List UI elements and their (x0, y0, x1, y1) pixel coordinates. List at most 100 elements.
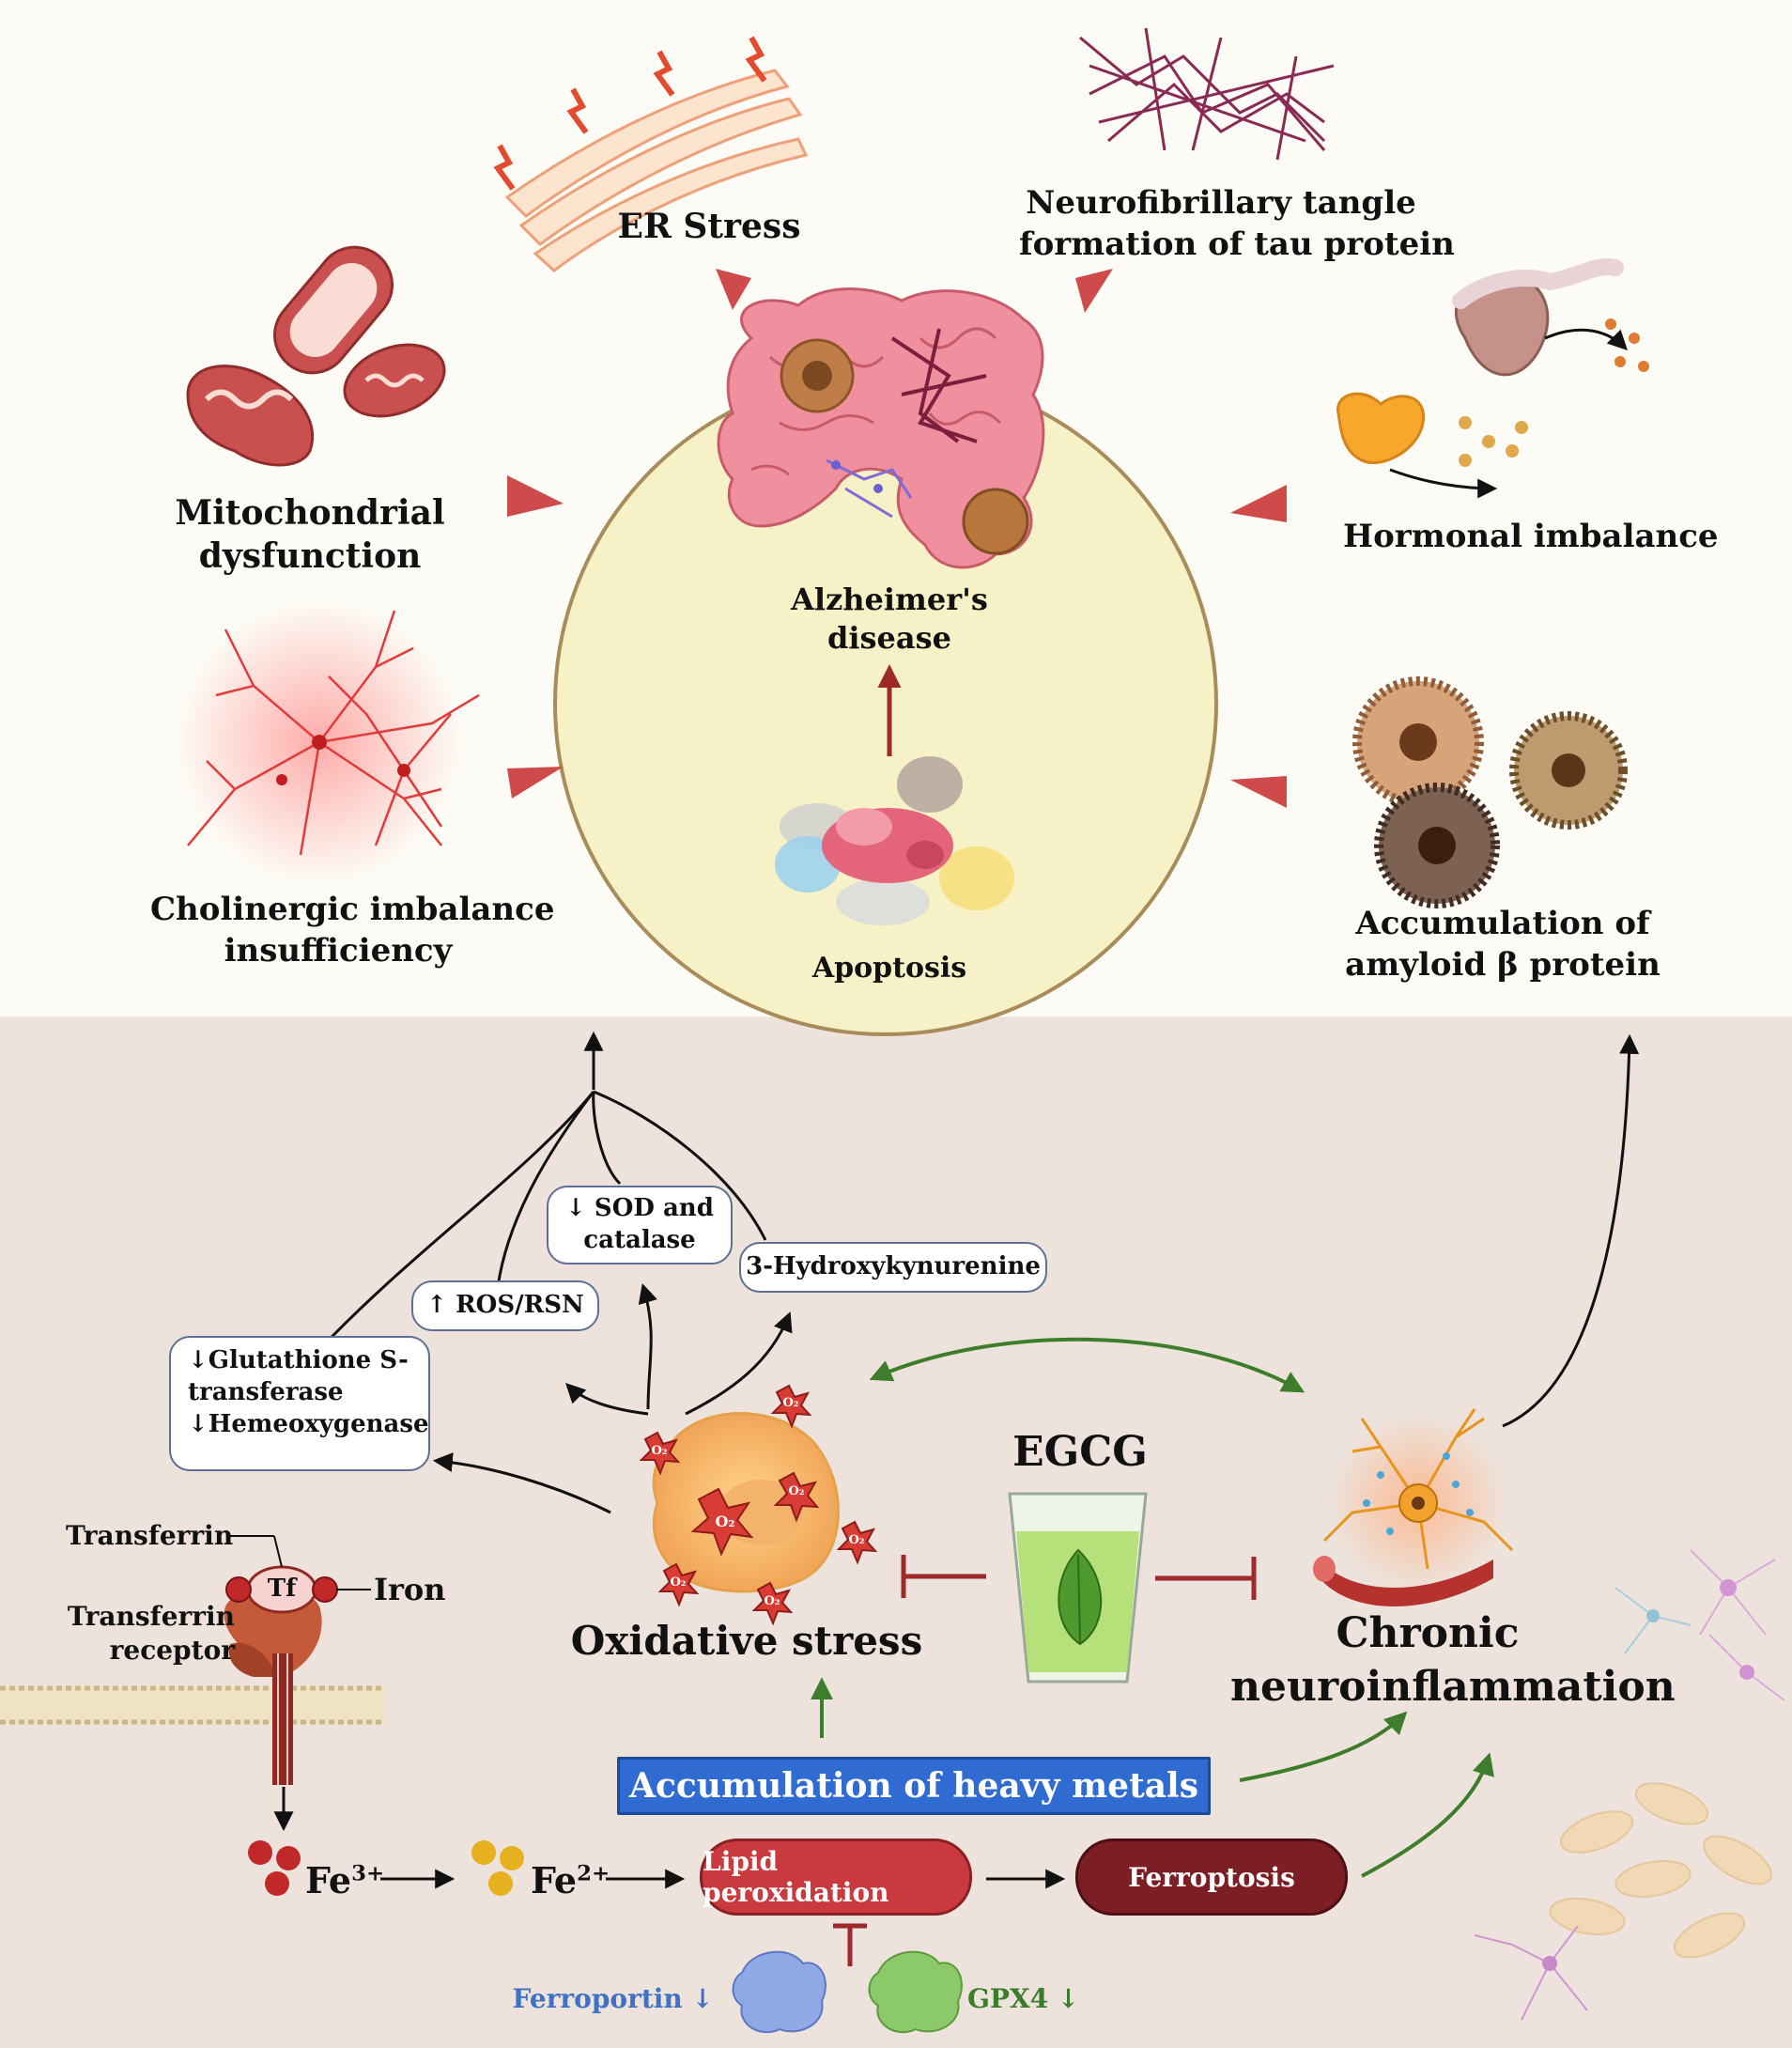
amyloid-label-line1: Accumulation of (1355, 905, 1650, 942)
hormone-gland-icon (1336, 258, 1649, 499)
chronic-neuroinflammation-label: Chronic neuroinflammation (1230, 1606, 1676, 1714)
er-stress-icon (493, 36, 809, 272)
tf-label: Tf (267, 1575, 297, 1603)
tau-label-line1: Neurofibrillary tangle (1026, 184, 1416, 222)
cholinergic-label-line2: insufficiency (224, 931, 453, 970)
green-arrows (811, 1337, 1494, 1878)
mito-label-line1: Mitochondrial (175, 493, 445, 533)
hydroxykynurenine-box: 3-Hydroxykynurenine (739, 1242, 1047, 1293)
egcg-inhibits-inflammation (1155, 1557, 1257, 1600)
chronic-line2: neuroinflammation (1230, 1663, 1676, 1712)
gst-line1: ↓Glutathione S- (188, 1346, 409, 1374)
metals-to-inflammation-arrow (1239, 1711, 1408, 1782)
stressed-cell-icon (639, 1384, 878, 1626)
alzheimers-label: Alzheimer's disease (749, 581, 1030, 658)
transferrin-label: Transferrin (66, 1520, 234, 1551)
cholinergic-label-line1: Cholinergic imbalance (150, 891, 555, 928)
apoptosis-cell-icon (775, 756, 1014, 925)
line-to-gst (313, 1091, 595, 1357)
fe3-symbol: Fe (305, 1859, 352, 1901)
cholinergic-label: Cholinergic imbalance insufficiency (150, 890, 555, 971)
tau-arrowhead (1075, 269, 1113, 313)
hormonal-arrowhead (1230, 485, 1287, 522)
alzheimers-label-line2: disease (826, 619, 951, 656)
fe3-ion-icon (248, 1840, 301, 1896)
o2-label-4: O₂ (848, 1533, 865, 1547)
oxidative-inflammation-arrow (869, 1337, 1305, 1393)
o2-label-3: O₂ (782, 1396, 799, 1410)
egcg-inhibits-oxidative (901, 1555, 986, 1598)
er-stress-label: ER Stress (617, 207, 801, 246)
fe2-label: Fe2+ (531, 1858, 610, 1904)
inhibits-lipid-peroxidation (833, 1923, 867, 1966)
er-stress-arrowhead (716, 269, 751, 310)
glutathione-box: ↓Glutathione S- transferase ↓Hemeoxygena… (169, 1336, 430, 1471)
tau-tangle-icon (1079, 27, 1335, 161)
chronic-line1: Chronic (1336, 1609, 1520, 1657)
fe2-ion-icon (471, 1840, 524, 1896)
amyloid-plaque-icon (1352, 676, 1628, 908)
neuron-network-icon (178, 601, 480, 883)
cholinergic-arrowhead (507, 767, 564, 799)
cell-to-gst-arrow (432, 1452, 611, 1514)
fe3-charge: 3+ (351, 1861, 385, 1886)
sod-line1: ↓ SOD and (565, 1194, 714, 1222)
line-to-hydroxy (593, 1090, 767, 1241)
inflammation-up-arrow (1502, 1033, 1640, 1428)
fe2-charge: 2+ (577, 1861, 610, 1886)
o2-label-2: O₂ (788, 1484, 805, 1498)
cell-to-ros-arrow (565, 1383, 649, 1416)
brain-icon (717, 287, 1045, 569)
transferrin-receptor-label: Transferrin receptor (47, 1600, 235, 1668)
hormonal-label: Hormonal imbalance (1343, 518, 1719, 555)
heavy-metals-box: Accumulation of heavy metals (617, 1757, 1211, 1815)
sod-catalase-box: ↓ SOD and catalase (547, 1186, 733, 1264)
amyloid-label-line2: amyloid β protein (1345, 945, 1661, 984)
fe3-label: Fe3+ (305, 1858, 384, 1904)
mitochondria-icon (186, 245, 446, 467)
background-cells (1474, 1549, 1785, 2021)
cell-to-hydroxy-arrow (685, 1311, 793, 1416)
transferrin-receptor-line2: receptor (109, 1634, 235, 1666)
marker-convergence-lines (273, 1031, 1640, 1889)
o2-label-6: O₂ (764, 1594, 780, 1608)
o2-label-main: O₂ (715, 1513, 735, 1530)
gpx4-label: GPX4 ↓ (967, 1983, 1080, 2014)
ros-rsn-box: ↑ ROS/RSN (411, 1280, 599, 1331)
o2-label-5: O₂ (670, 1575, 687, 1590)
sod-line2: catalase (583, 1225, 696, 1254)
ferroptosis-pill: Ferroptosis (1075, 1839, 1348, 1916)
line-to-ros (496, 1091, 595, 1288)
ferroptosis-to-inflammation-arrow (1361, 1752, 1494, 1878)
inflamed-neuron-icon (1313, 1408, 1514, 1606)
tau-label-line2: formation of tau protein (1019, 225, 1455, 263)
lipid-peroxidation-pill: Lipid peroxidation (700, 1839, 972, 1916)
alzheimers-label-line1: Alzheimer's (791, 582, 988, 617)
oxidative-stress-label: Oxidative stress (570, 1618, 923, 1664)
transferrin-receptor-line1: Transferrin (67, 1601, 235, 1632)
o2-label-7: O₂ (651, 1444, 668, 1458)
ros-stars (639, 1384, 878, 1626)
transferrin-receptor-icon (224, 1535, 371, 1785)
cell-to-sod-arrow (638, 1282, 657, 1410)
gst-line3: ↓Hemeoxygenase (188, 1409, 429, 1438)
line-to-sod (592, 1091, 622, 1186)
amyloid-label: Accumulation of amyloid β protein (1334, 904, 1672, 985)
egcg-tea-glass-icon (1008, 1492, 1148, 1683)
gst-line2: transferase (188, 1377, 344, 1406)
egcg-label: EGCG (1012, 1428, 1148, 1476)
cell-membrane (0, 1685, 385, 1725)
tau-label: Neurofibrillary tangle formation of tau … (1019, 183, 1455, 265)
ferroportin-label: Ferroportin ↓ (512, 1983, 714, 2014)
gpx4-protein-icon (868, 1950, 963, 2034)
apoptosis-label: Apoptosis (811, 952, 967, 985)
cause-arrowheads (507, 269, 1287, 808)
inhibition-lines (833, 1555, 1257, 1966)
fe2-symbol: Fe (531, 1859, 578, 1901)
mito-arrowhead (507, 475, 564, 517)
mito-label: Mitochondrial dysfunction (169, 491, 451, 578)
amyloid-arrowhead (1230, 776, 1287, 808)
mito-label-line2: dysfunction (198, 536, 422, 577)
